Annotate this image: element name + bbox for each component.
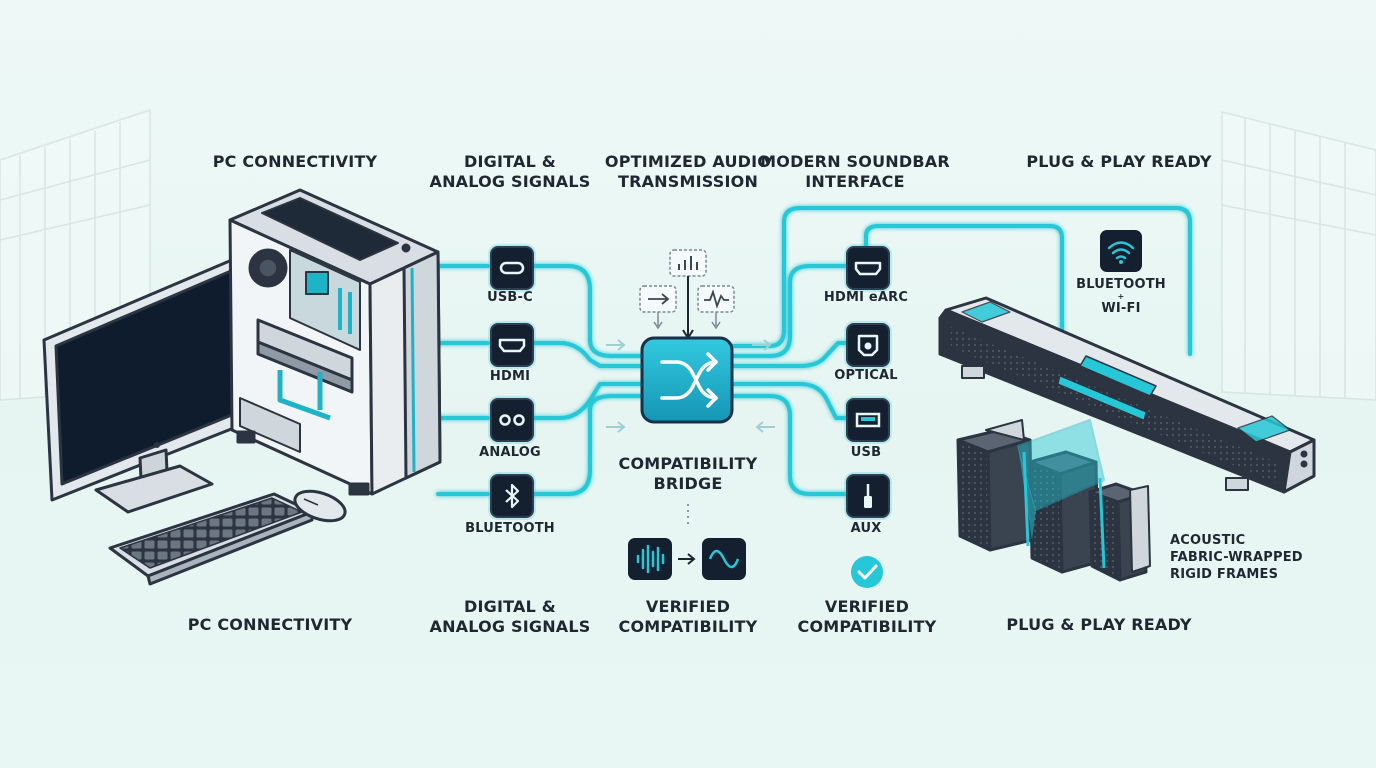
line-bridge-usb bbox=[730, 382, 848, 420]
wifi-icon bbox=[1100, 230, 1142, 272]
header-plug-play: PLUG & PLAY READY bbox=[1026, 152, 1212, 171]
footer-signals-line2: ANALOG SIGNALS bbox=[429, 616, 591, 636]
usb-small-icon bbox=[639, 285, 677, 313]
usb-c-port bbox=[490, 246, 534, 290]
port-label-hdmi: HDMI bbox=[489, 369, 531, 384]
line-earc-soundbar bbox=[864, 224, 1064, 332]
wireless-label-plus: + bbox=[1117, 291, 1125, 301]
footer-verified-b-line1: VERIFIED bbox=[824, 597, 910, 616]
hdmi-icon bbox=[498, 338, 526, 353]
header-pc-connectivity: PC CONNECTIVITY bbox=[212, 152, 378, 171]
footer-verified-a-line2: COMPATIBILITY bbox=[618, 616, 758, 636]
sine-wave-icon bbox=[708, 549, 740, 569]
header-interface: MODERN SOUNDBAR INTERFACE bbox=[760, 152, 950, 191]
analog-rca-icon bbox=[499, 414, 525, 426]
waveform-icon bbox=[636, 544, 665, 574]
hdmi-earc-port bbox=[846, 246, 890, 290]
port-label-usb-c: USB-C bbox=[487, 290, 533, 305]
footer-pc-connectivity: PC CONNECTIVITY bbox=[187, 615, 353, 634]
aux-jack-icon bbox=[864, 484, 872, 508]
footer-verified-a-line1: VERIFIED bbox=[645, 597, 731, 616]
bluetooth-port bbox=[490, 474, 534, 518]
bridge-feeder-icons bbox=[639, 249, 735, 340]
aux-port bbox=[846, 474, 890, 518]
port-label-optical: OPTICAL bbox=[834, 368, 898, 383]
acoustic-panels bbox=[956, 419, 1151, 582]
waveform-small-icon bbox=[697, 285, 735, 313]
line-hdmi-bridge bbox=[530, 341, 644, 368]
line-bridge-optical bbox=[730, 341, 848, 368]
header-signals: DIGITAL & ANALOG SIGNALS bbox=[420, 152, 600, 191]
footer-signals: DIGITAL & ANALOG SIGNALS bbox=[420, 597, 600, 636]
line-bluetooth-bridge bbox=[530, 394, 644, 496]
footer-verified-b: VERIFIED COMPATIBILITY bbox=[777, 597, 957, 636]
port-label-analog: ANALOG bbox=[479, 445, 541, 460]
wireless-label-line1: BLUETOOTH bbox=[1076, 277, 1166, 292]
line-to-soundbar-top bbox=[730, 206, 1192, 356]
bridge-label: COMPATIBILITY BRIDGE bbox=[598, 454, 778, 493]
background-acoustic-wall-right bbox=[1221, 111, 1376, 401]
soundbar bbox=[938, 296, 1316, 494]
bridge-label-line1: COMPATIBILITY bbox=[618, 454, 758, 473]
connection-lines bbox=[436, 206, 1192, 496]
caption-line2: FABRIC-WRAPPED bbox=[1170, 549, 1303, 565]
line-usbc-bridge bbox=[530, 264, 644, 358]
bridge-label-line2: BRIDGE bbox=[653, 473, 723, 493]
port-label-hdmi-earc: HDMI eARC bbox=[823, 290, 909, 305]
check-badge-icon bbox=[851, 556, 883, 588]
usb-c-icon bbox=[499, 261, 525, 275]
wireless-label-line2: WI-FI bbox=[1101, 300, 1141, 316]
pc-tower bbox=[228, 188, 442, 496]
footer-verified-a: VERIFIED COMPATIBILITY bbox=[598, 597, 778, 636]
caption-line3: RIGID FRAMES bbox=[1170, 566, 1279, 582]
wireless-label: BLUETOOTH + WI-FI bbox=[1066, 277, 1176, 317]
port-label-usb: USB bbox=[850, 445, 882, 460]
line-bridge-hdmi-earc bbox=[730, 264, 848, 358]
arrow-right-icon bbox=[678, 553, 696, 565]
port-label-aux: AUX bbox=[850, 521, 882, 536]
footer-signals-line1: DIGITAL & bbox=[464, 597, 556, 616]
header-interface-line2: INTERFACE bbox=[805, 171, 905, 191]
optical-icon bbox=[857, 334, 879, 357]
hdmi-port bbox=[490, 323, 534, 367]
keyboard bbox=[108, 492, 314, 586]
footer-verified-b-line2: COMPATIBILITY bbox=[797, 616, 937, 636]
acoustic-panels-caption: ACOUSTIC FABRIC-WRAPPED RIGID FRAMES bbox=[1170, 533, 1303, 584]
optical-port bbox=[846, 323, 890, 367]
line-analog-bridge bbox=[530, 382, 644, 420]
port-label-bluetooth: BLUETOOTH bbox=[465, 521, 555, 536]
usb-port bbox=[846, 398, 890, 442]
header-transmission-line1: OPTIMIZED AUDIO bbox=[604, 152, 772, 171]
header-interface-line1: MODERN SOUNDBAR bbox=[760, 152, 950, 171]
line-bridge-aux bbox=[730, 394, 848, 496]
analog-port bbox=[490, 398, 534, 442]
flow-arrows bbox=[606, 339, 775, 433]
bluetooth-icon bbox=[505, 483, 520, 509]
header-signals-line2: ANALOG SIGNALS bbox=[429, 171, 591, 191]
footer-plug-play: PLUG & PLAY READY bbox=[1006, 615, 1192, 634]
waveform-conversion bbox=[628, 538, 746, 580]
header-transmission: OPTIMIZED AUDIO TRANSMISSION bbox=[598, 152, 778, 191]
caption-line1: ACOUSTIC bbox=[1170, 533, 1246, 548]
shuffle-icon bbox=[660, 352, 718, 408]
compatibility-bridge bbox=[640, 336, 734, 424]
bar-chart-icon bbox=[669, 249, 707, 277]
hdmi-icon bbox=[854, 261, 882, 276]
header-transmission-line2: TRANSMISSION bbox=[617, 171, 759, 191]
usb-icon bbox=[855, 412, 881, 428]
header-signals-line1: DIGITAL & bbox=[464, 152, 556, 171]
mouse bbox=[293, 489, 347, 523]
